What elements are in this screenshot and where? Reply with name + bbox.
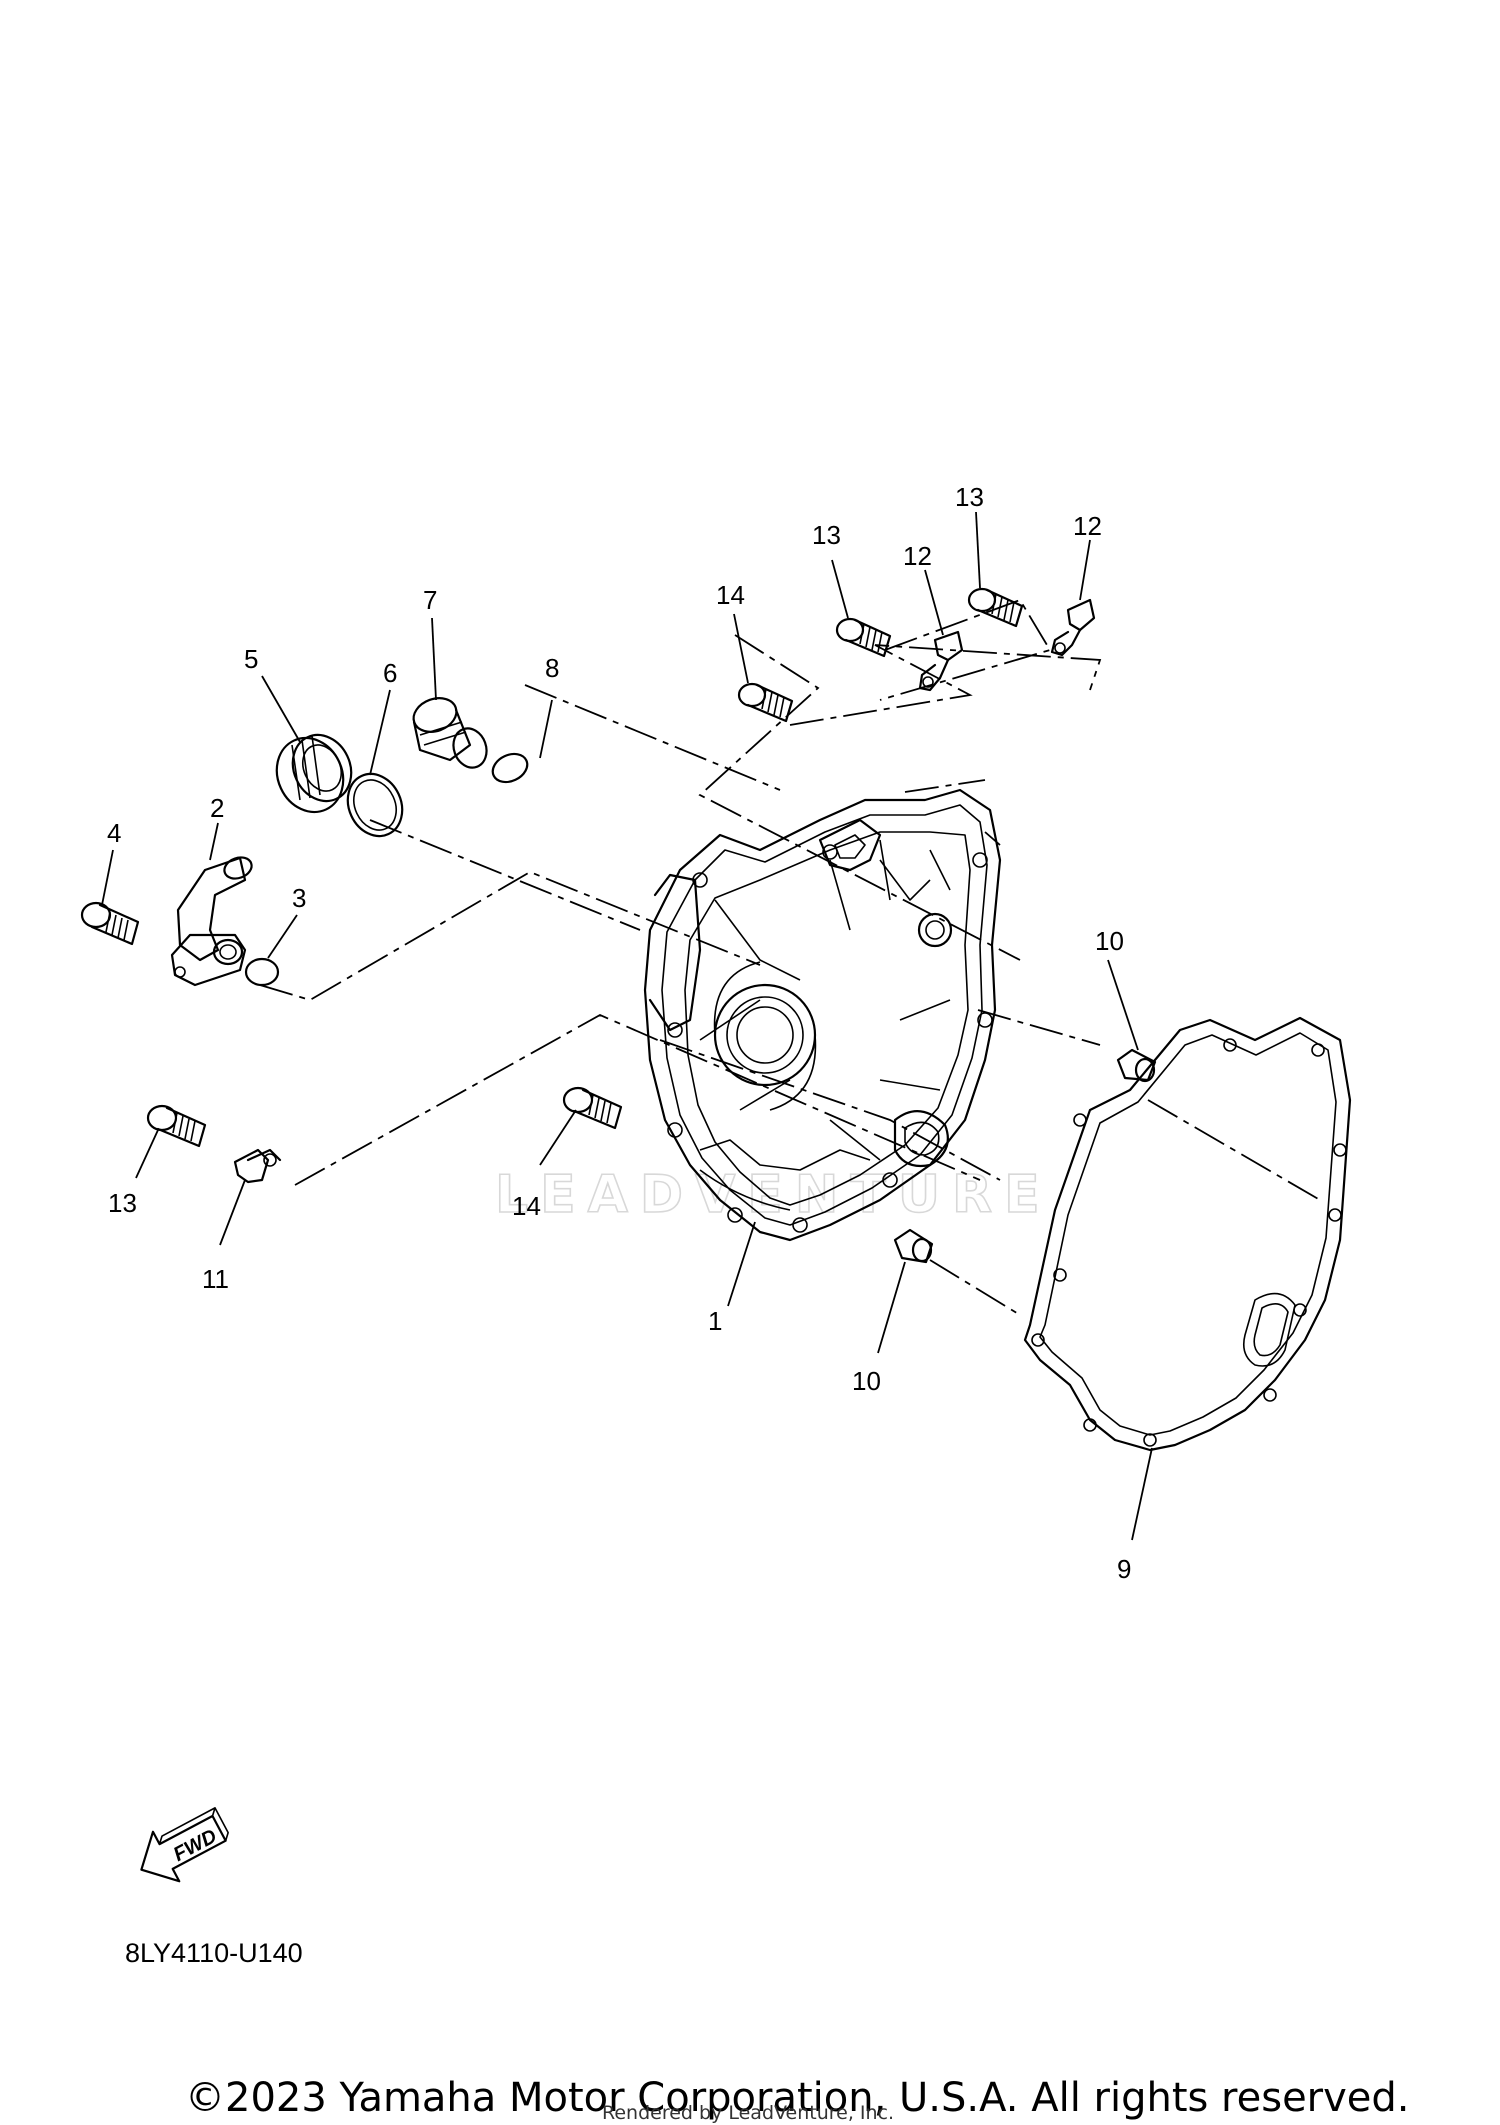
- assembly-lines: [259, 598, 1321, 1316]
- o-ring-part-8: [491, 752, 529, 784]
- callout-14-upper: 14: [716, 580, 745, 610]
- callout-6: 6: [383, 658, 397, 688]
- hose-joint-part-2: [170, 856, 253, 987]
- diagram-code: 8LY4110-U140: [125, 1938, 303, 1968]
- clamp-part-12-left: [918, 630, 964, 692]
- callout-4: 4: [107, 818, 121, 848]
- callout-2: 2: [210, 793, 224, 823]
- callout-11: 11: [202, 1264, 229, 1294]
- callout-8: 8: [545, 653, 559, 683]
- gasket-part-9: [1023, 1016, 1352, 1452]
- clamp-part-12-right: [1050, 598, 1096, 657]
- callout-12-left: 12: [903, 541, 932, 571]
- rendered-by-credit: Rendered by LeadVenture, Inc.: [602, 2102, 895, 2124]
- callout-5: 5: [244, 644, 258, 674]
- bolt-part-4: [80, 901, 140, 946]
- crankcase-cover-part-1: [643, 788, 1002, 1242]
- plug-part-5: [275, 733, 353, 814]
- bolt-part-13-upper-left: [835, 617, 892, 658]
- callouts: 1 2 3 4 5 6 7 8 9 10 10 11 12 12 13 13 1…: [107, 482, 1131, 1584]
- callout-14-lower: 14: [512, 1191, 541, 1221]
- dowel-pin-part-10-upper: [1116, 1048, 1157, 1083]
- bolt-part-13-upper-right: [967, 587, 1024, 628]
- dowel-pin-part-10-lower: [893, 1228, 934, 1264]
- callout-13-left: 13: [108, 1188, 137, 1218]
- bolt-part-14-lower: [562, 1086, 623, 1130]
- callout-3: 3: [292, 883, 306, 913]
- fwd-label: FWD: [170, 1825, 221, 1866]
- bolt-part-13-left: [146, 1104, 207, 1148]
- o-ring-part-6: [346, 772, 404, 838]
- fwd-arrow-icon: FWD: [140, 1807, 229, 1883]
- copyright-notice: ©2023 Yamaha Motor Corporation, U.S.A. A…: [185, 2075, 1410, 2121]
- callout-10-lower: 10: [852, 1366, 881, 1396]
- leader-lines: [101, 511, 1153, 1541]
- callout-12-right: 12: [1073, 511, 1102, 541]
- callout-13-upper-right: 13: [955, 482, 984, 512]
- callout-1: 1: [708, 1306, 722, 1336]
- watermark-text: LEADVENTURE: [495, 1165, 1052, 1225]
- clamp-part-11: [233, 1148, 282, 1184]
- cap-part-7: [412, 697, 488, 769]
- bolt-part-14-upper: [737, 682, 794, 723]
- o-ring-part-3: [244, 957, 280, 987]
- callout-10-upper: 10: [1095, 926, 1124, 956]
- callout-7: 7: [423, 585, 437, 615]
- callout-9: 9: [1117, 1554, 1131, 1584]
- callout-13-upper-left: 13: [812, 520, 841, 550]
